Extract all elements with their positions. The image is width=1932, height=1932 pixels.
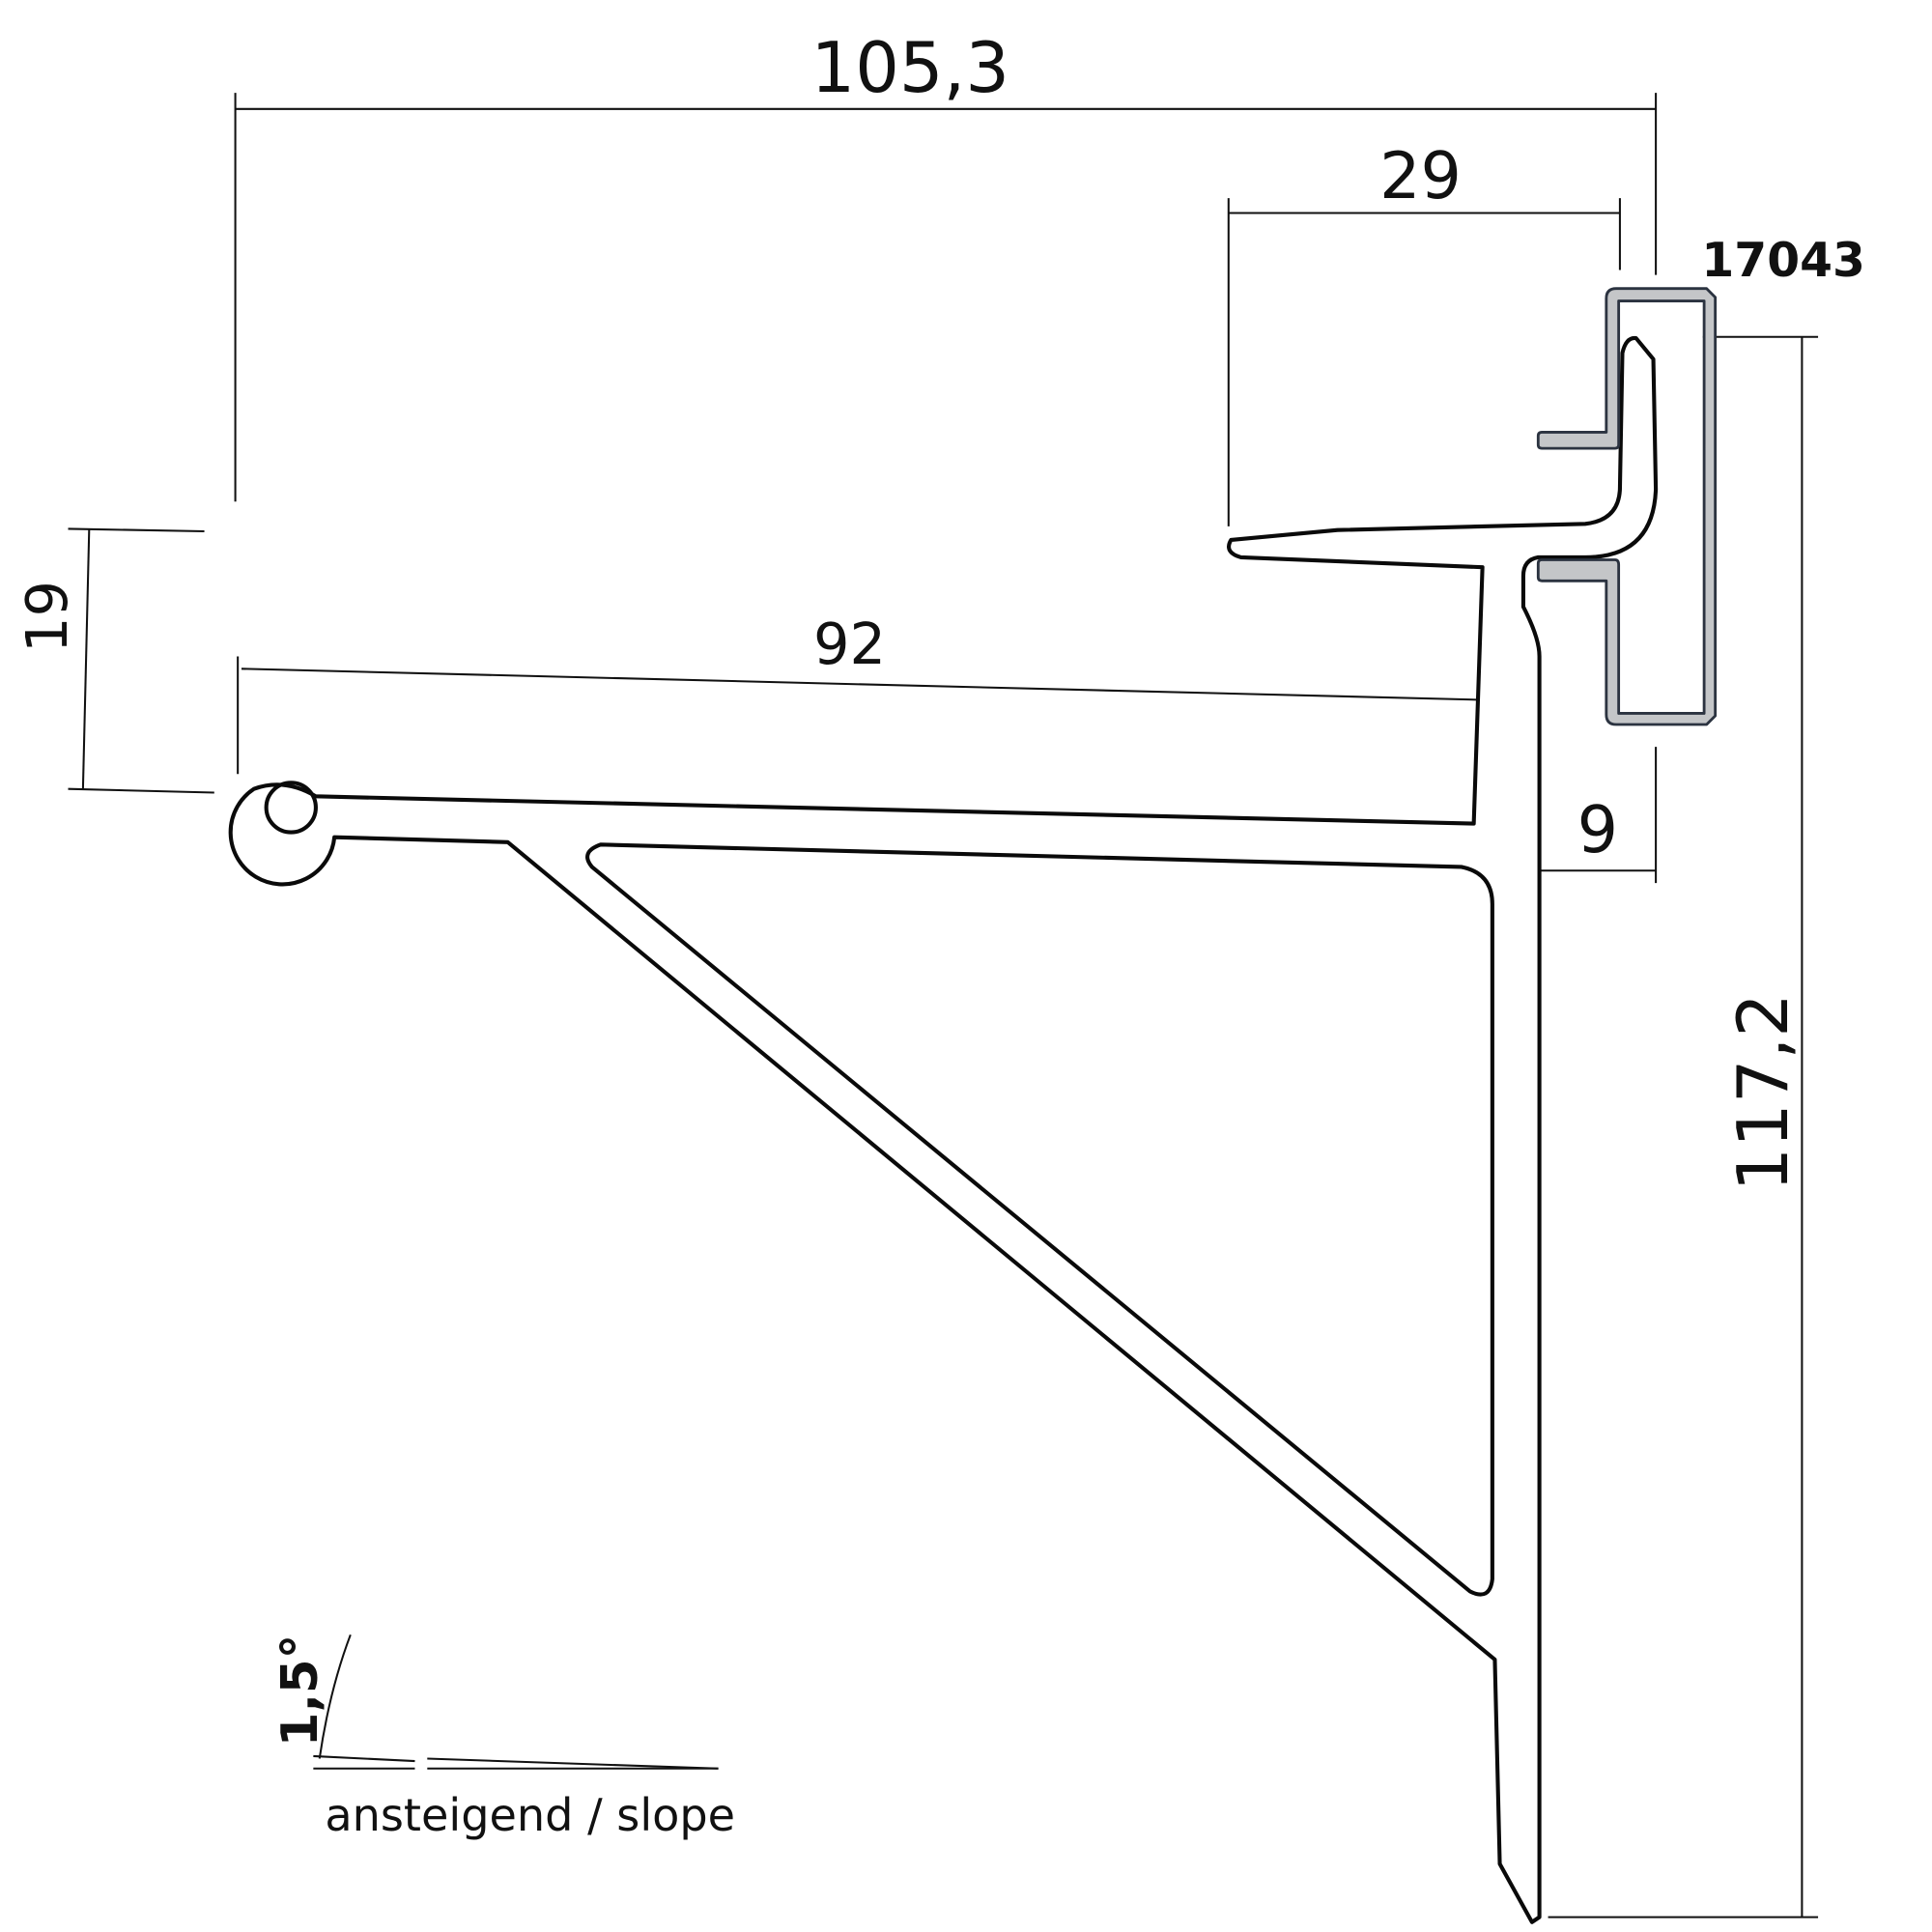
bracket-profile <box>228 335 1659 1924</box>
clip-part-number: 17043 <box>1701 234 1864 288</box>
dimension-label-total-height: 117,2 <box>1722 993 1804 1192</box>
dimension-arm-height: 19 <box>14 527 214 794</box>
clip-profile <box>1536 287 1718 726</box>
dimension-total-height: 117,2 <box>1548 335 1819 1918</box>
slope-angle-label: 1,5° <box>271 1634 329 1747</box>
dimension-label-arm-length: 92 <box>813 611 886 677</box>
dimension-label-arm-height: 19 <box>14 581 80 653</box>
triangular-cavity <box>585 842 1494 1597</box>
slope-indicator: 1,5° ansteigend / slope <box>271 1634 735 1841</box>
dimension-arm-length: 92 <box>237 611 1478 775</box>
hinge-pin <box>264 781 318 835</box>
dimension-overall-width: 105,3 <box>234 27 1658 502</box>
dimension-top-lip-width: 29 <box>1227 138 1621 526</box>
dimension-label-wall-offset: 9 <box>1577 792 1618 867</box>
slope-caption: ansteigend / slope <box>325 1789 735 1841</box>
dimension-label-top-lip-width: 29 <box>1379 138 1462 213</box>
dimension-label-overall-width: 105,3 <box>811 27 1010 108</box>
dimension-wall-offset: 9 <box>1539 747 1658 884</box>
